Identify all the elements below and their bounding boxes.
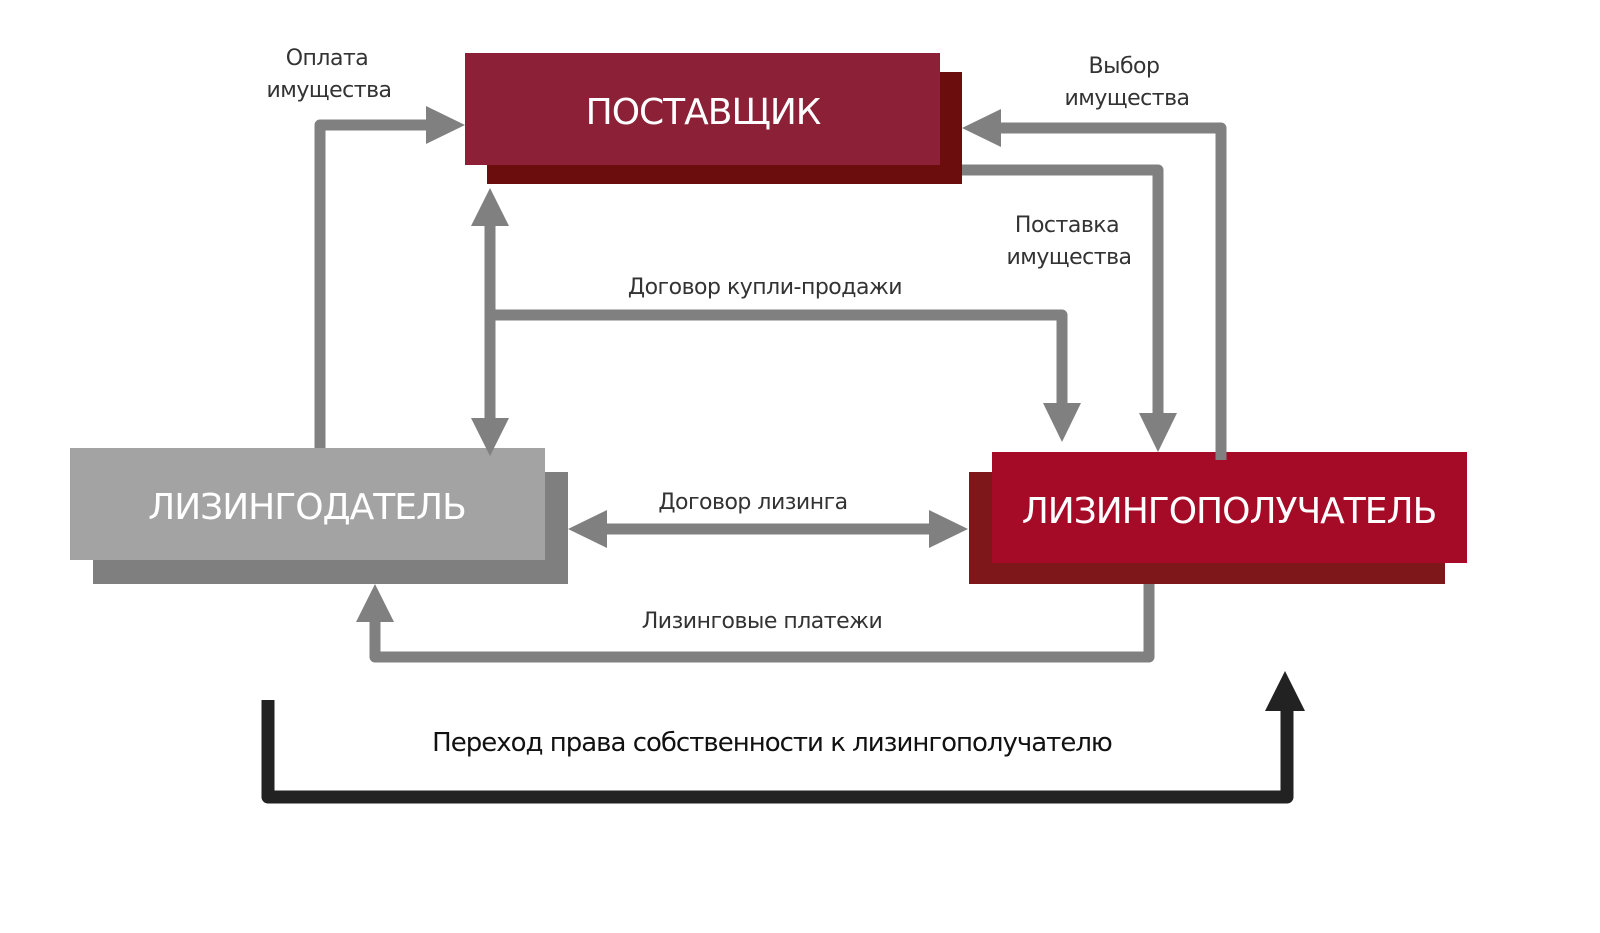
payment-label-1: Оплата: [286, 46, 369, 71]
leasing-contract-label: Договор лизинга: [658, 490, 847, 515]
lessee-label: ЛИЗИНГОПОЛУЧАТЕЛЬ: [1022, 491, 1437, 532]
sale-contract-arrow: [471, 188, 1081, 456]
ownership-transfer-label: Переход права собственности к лизингопол…: [432, 728, 1112, 758]
selection-label-1: Выбор: [1089, 54, 1160, 79]
payment-arrow: [314, 106, 465, 448]
supplier-node: ПОСТАВЩИК: [465, 53, 962, 184]
supplier-label: ПОСТАВЩИК: [586, 92, 821, 133]
leasing-contract-arrow: [568, 510, 968, 548]
selection-arrow: [962, 109, 1227, 460]
sale-contract-label: Договор купли-продажи: [628, 275, 902, 300]
leasing-payments-label: Лизинговые платежи: [642, 609, 883, 634]
delivery-label-1: Поставка: [1015, 213, 1119, 238]
selection-label-2: имущества: [1064, 86, 1189, 111]
leasing-payments-arrow: [356, 584, 1155, 663]
delivery-arrow: [962, 164, 1177, 452]
payment-label-2: имущества: [266, 78, 391, 103]
lessee-node: ЛИЗИНГОПОЛУЧАТЕЛЬ: [969, 452, 1467, 584]
delivery-label-2: имущества: [1006, 245, 1131, 270]
lessor-node: ЛИЗИНГОДАТЕЛЬ: [70, 448, 568, 584]
lessor-label: ЛИЗИНГОДАТЕЛЬ: [148, 487, 466, 528]
ownership-transfer-arrow: [261, 671, 1305, 804]
